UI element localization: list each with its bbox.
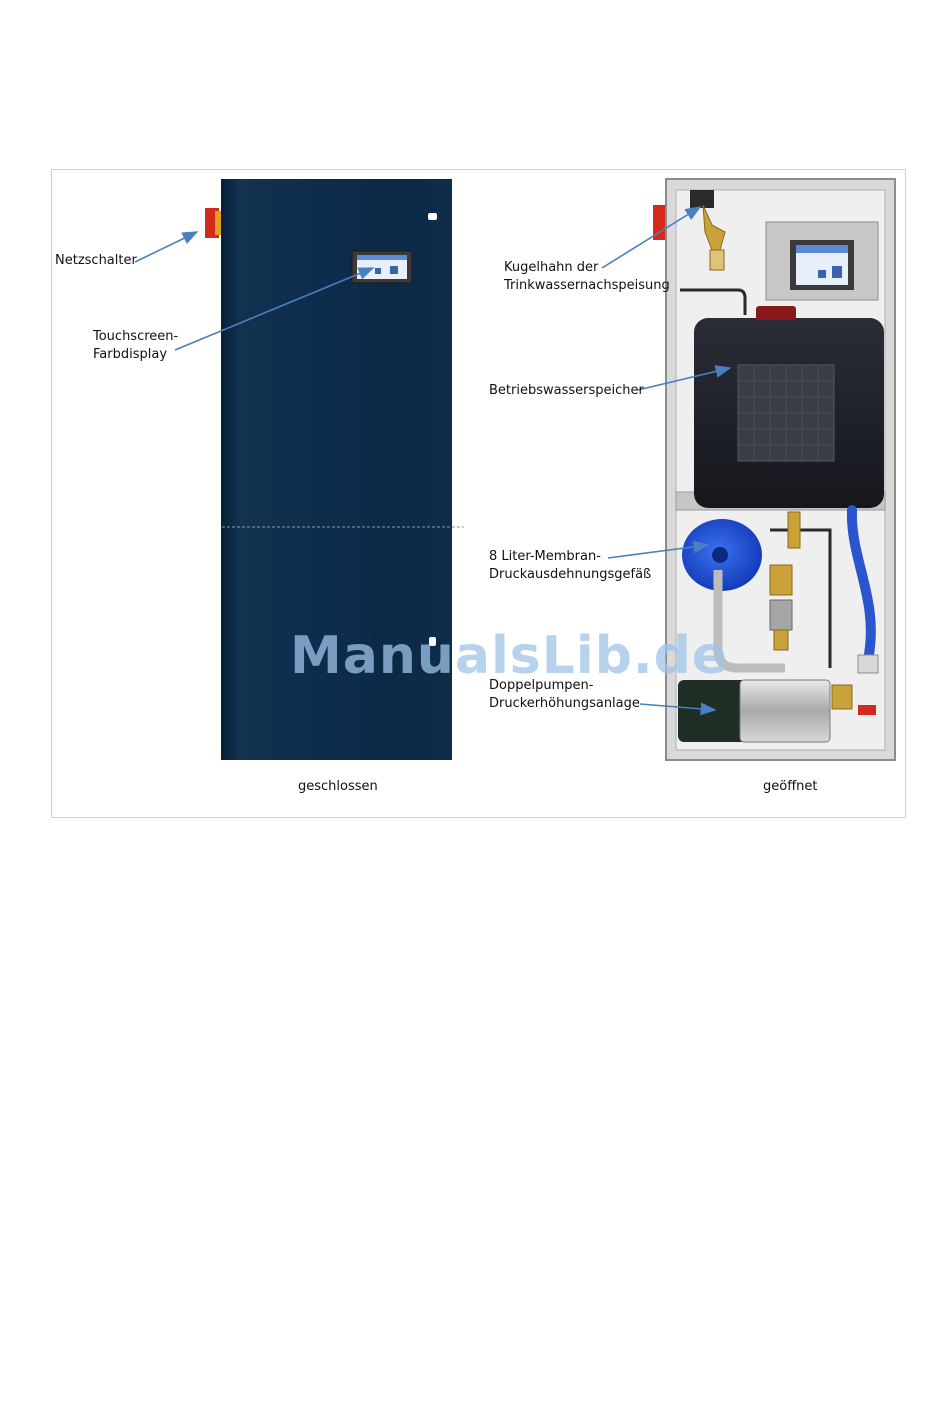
caption-closed: geschlossen	[298, 779, 378, 794]
label-kugelhahn-line1: Kugelhahn der	[504, 259, 598, 277]
touchscreen-closed	[352, 251, 412, 283]
power-switch-closed-bezel	[215, 211, 221, 235]
hose-fitting	[858, 655, 878, 673]
touchscreen-open	[766, 222, 878, 300]
label-membran-line2: Druckausdehnungsgefäß	[489, 566, 651, 584]
door-lock-top	[428, 213, 437, 220]
label-touchscreen-line1: Touchscreen-	[93, 328, 178, 346]
label-netzschalter: Netzschalter	[55, 252, 137, 270]
caption-open: geöffnet	[763, 779, 818, 794]
label-kugelhahn-line2: Trinkwassernachspeisung	[504, 277, 670, 295]
watermark: ManualsLib.de	[290, 626, 728, 686]
label-speicher: Betriebswasserspeicher	[489, 382, 644, 400]
arrow-netzschalter	[135, 232, 197, 262]
label-touchscreen-line2: Farbdisplay	[93, 346, 167, 364]
water-tank	[694, 306, 884, 508]
label-pumpe-line2: Druckerhöhungsanlage	[489, 695, 640, 713]
label-membran-line1: 8 Liter-Membran-	[489, 548, 601, 566]
